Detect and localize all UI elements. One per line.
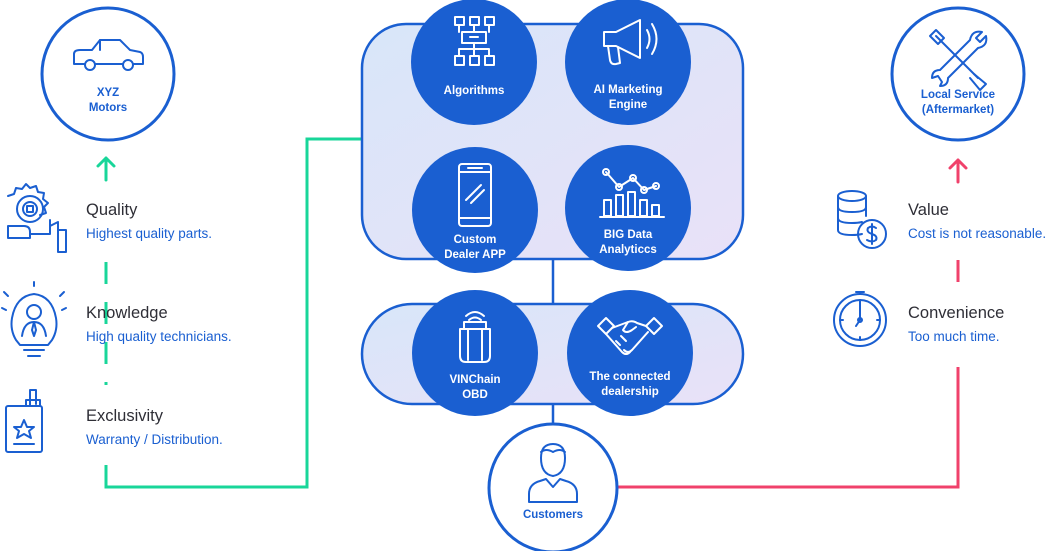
vinchain-label-1: VINChain — [449, 374, 500, 386]
flowchart-icon — [454, 16, 495, 66]
right-attribute-convenience: Convenience Too much time. — [833, 291, 1004, 347]
ai-marketing-node[interactable]: AI Marketing Engine — [565, 0, 691, 125]
vinchain-label-2: OBD — [462, 389, 488, 401]
local-service-label-2: (Aftermarket) — [922, 104, 994, 116]
dealer-app-label-2: Dealer APP — [444, 249, 506, 261]
xyz-motors-node[interactable]: XYZ Motors — [40, 6, 176, 142]
algorithms-node[interactable]: Algorithms — [411, 0, 537, 125]
exclusivity-title: Exclusivity — [86, 407, 164, 425]
badge-star-icon — [5, 389, 43, 453]
value-title: Value — [908, 201, 949, 219]
connectors — [96, 137, 968, 489]
megaphone-icon — [603, 19, 658, 66]
value-desc: Cost is not reasonable. — [908, 226, 1046, 241]
convenience-title: Convenience — [908, 304, 1004, 322]
exclusivity-desc: Warranty / Distribution. — [86, 432, 223, 447]
analytics-chart-icon — [599, 168, 665, 218]
green-connector-line — [104, 137, 362, 489]
left-attribute-knowledge: Knowledge High quality technicians. — [1, 281, 232, 357]
user-icon — [528, 443, 578, 503]
knowledge-title: Knowledge — [86, 304, 168, 322]
ai-marketing-label-2: Engine — [609, 99, 647, 111]
lightbulb-person-icon — [1, 281, 67, 357]
quality-desc: Highest quality parts. — [86, 226, 212, 241]
gear-hand-icon — [7, 183, 67, 253]
smartphone-icon — [458, 163, 492, 227]
red-arrow — [948, 158, 968, 184]
red-connector-line — [618, 367, 960, 489]
big-data-node[interactable]: BIG Data Analyticcs — [565, 145, 691, 271]
xyz-motors-label-1: XYZ — [97, 87, 119, 99]
vinchain-node[interactable]: VINChain OBD — [412, 290, 538, 416]
connected-dealership-label-2: dealership — [601, 386, 659, 398]
dealer-app-label-1: Custom — [454, 234, 497, 246]
customers-node[interactable]: Customers — [487, 422, 619, 551]
obd-device-icon — [459, 311, 491, 363]
local-service-node[interactable]: Local Service (Aftermarket) — [890, 6, 1026, 142]
green-arrow — [96, 156, 116, 182]
connected-dealership-node[interactable]: The connected dealership — [567, 290, 693, 416]
connected-dealership-label-1: The connected — [589, 371, 670, 383]
big-data-label-2: Analyticcs — [599, 244, 657, 256]
left-attribute-exclusivity: Exclusivity Warranty / Distribution. — [5, 389, 223, 453]
dealer-app-node[interactable]: Custom Dealer APP — [412, 147, 538, 273]
algorithms-label: Algorithms — [444, 85, 505, 97]
quality-title: Quality — [86, 201, 138, 219]
local-service-label-1: Local Service — [921, 89, 995, 101]
clock-icon — [833, 291, 887, 347]
left-attribute-quality: Quality Highest quality parts. — [7, 183, 212, 253]
coins-dollar-icon — [837, 190, 887, 249]
big-data-label-1: BIG Data — [604, 229, 653, 241]
wrench-screwdriver-icon — [929, 29, 988, 91]
xyz-motors-label-2: Motors — [89, 102, 127, 114]
right-attribute-value: Value Cost is not reasonable. — [837, 190, 1046, 249]
convenience-desc: Too much time. — [908, 329, 1000, 344]
customers-label: Customers — [523, 509, 583, 521]
car-icon — [73, 39, 144, 71]
knowledge-desc: High quality technicians. — [86, 329, 232, 344]
ai-marketing-label-1: AI Marketing — [593, 84, 662, 96]
handshake-icon — [597, 317, 663, 355]
